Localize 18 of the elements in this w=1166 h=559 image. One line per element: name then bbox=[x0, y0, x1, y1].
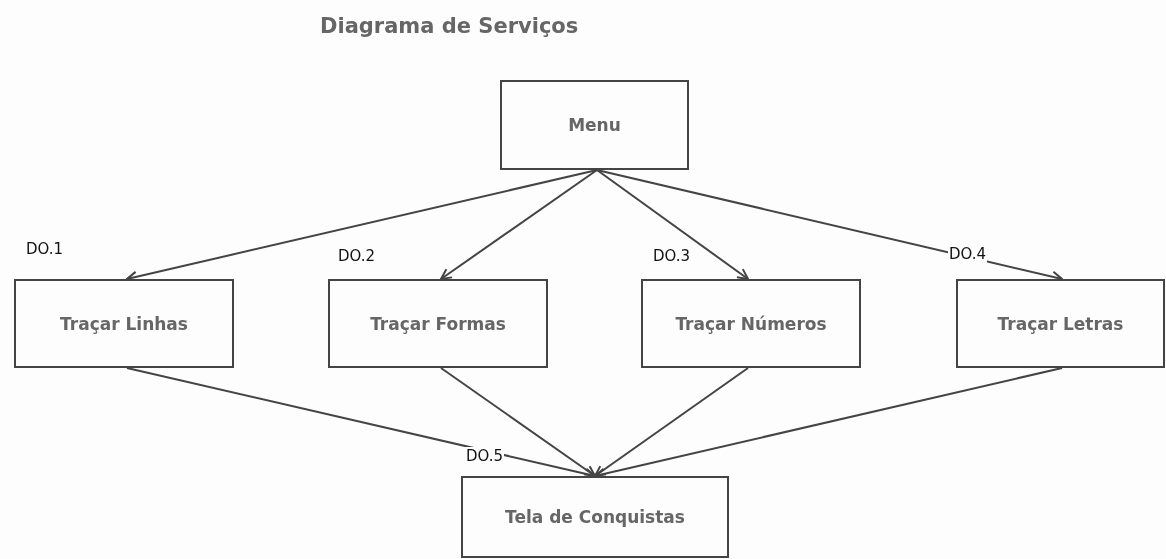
arrow bbox=[596, 169, 749, 280]
process-box bbox=[956, 279, 1165, 368]
arrow bbox=[594, 367, 749, 477]
box-label: Traçar Números bbox=[675, 313, 827, 334]
box-label: Traçar Letras bbox=[997, 313, 1124, 334]
arrow bbox=[440, 367, 596, 477]
box-label: Menu bbox=[568, 115, 621, 135]
process-box bbox=[641, 279, 861, 368]
process-box bbox=[14, 279, 234, 368]
arrow bbox=[440, 169, 598, 280]
diagram-title: Diagrama de Serviços bbox=[320, 14, 579, 38]
node-tag: DO.4 bbox=[948, 245, 988, 263]
process-box bbox=[328, 279, 548, 368]
box-label: Traçar Formas bbox=[370, 313, 506, 334]
box-label: Traçar Linhas bbox=[60, 313, 188, 334]
process-box bbox=[461, 476, 729, 558]
process-box bbox=[500, 80, 689, 170]
box-label: Tela de Conquistas bbox=[505, 507, 685, 527]
